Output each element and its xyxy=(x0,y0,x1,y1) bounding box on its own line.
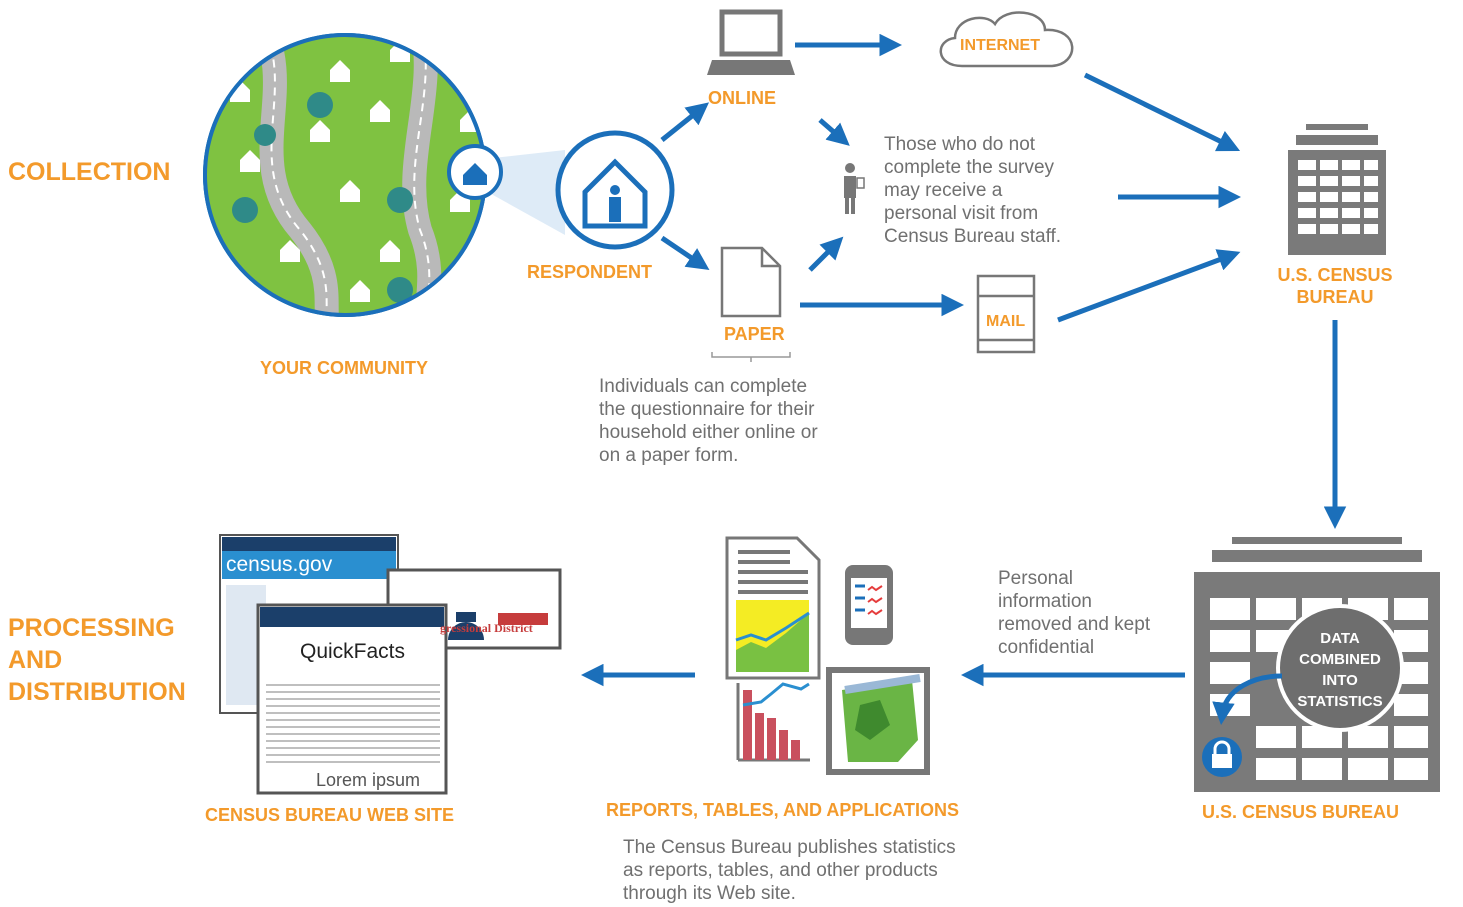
online-label: ONLINE xyxy=(708,88,777,108)
lorem-text: Lorem ipsum xyxy=(316,770,421,790)
quickfacts-text: QuickFacts xyxy=(300,640,406,663)
community-label: YOUR COMMUNITY xyxy=(260,358,428,378)
respondent-house-icon xyxy=(555,130,675,250)
respondent-label: RESPONDENT xyxy=(527,262,653,282)
phone-icon xyxy=(845,565,893,645)
paper-bracket xyxy=(711,352,791,362)
internet-label: INTERNET xyxy=(960,37,1040,54)
community-map xyxy=(203,33,487,317)
section-processing-title: PROCESSING AND DISTRIBUTION xyxy=(8,614,186,706)
census-bureau-label: U.S. CENSUS BUREAU xyxy=(1277,265,1393,307)
report-document-icon xyxy=(725,536,821,680)
individuals-description: Individuals can complete the questionnai… xyxy=(599,376,818,466)
map-icon xyxy=(826,667,930,775)
document-icon xyxy=(720,246,782,318)
visit-description: Those who do not complete the survey may… xyxy=(884,134,1062,247)
stats-circle-text: DATA COMBINED INTO STATISTICS xyxy=(1297,630,1383,710)
mail-label: MAIL xyxy=(986,313,1026,330)
laptop-icon xyxy=(707,9,795,75)
large-building-icon xyxy=(1194,537,1440,792)
website-label: CENSUS BUREAU WEB SITE xyxy=(205,805,455,825)
personal-info-description: Personal information removed and kept co… xyxy=(998,568,1151,658)
paper-label: PAPER xyxy=(724,324,785,344)
person-icon xyxy=(844,163,865,214)
chart-icon xyxy=(736,682,810,762)
section-collection-title: COLLECTION xyxy=(8,158,171,186)
censusgov-text: census.gov xyxy=(226,553,333,576)
processing-bureau-label: U.S. CENSUS BUREAU xyxy=(1202,802,1400,822)
cloud-icon xyxy=(939,11,1074,68)
reports-label: REPORTS, TABLES, AND APPLICATIONS xyxy=(606,800,960,820)
district-text: gressional District xyxy=(440,621,533,635)
mailbox-icon xyxy=(976,274,1036,354)
reports-description: The Census Bureau publishes statistics a… xyxy=(623,837,956,904)
lock-icon xyxy=(1202,737,1242,777)
flow-arrows xyxy=(581,33,1347,687)
census-website-screens xyxy=(219,534,562,795)
building-icon xyxy=(1288,124,1386,255)
